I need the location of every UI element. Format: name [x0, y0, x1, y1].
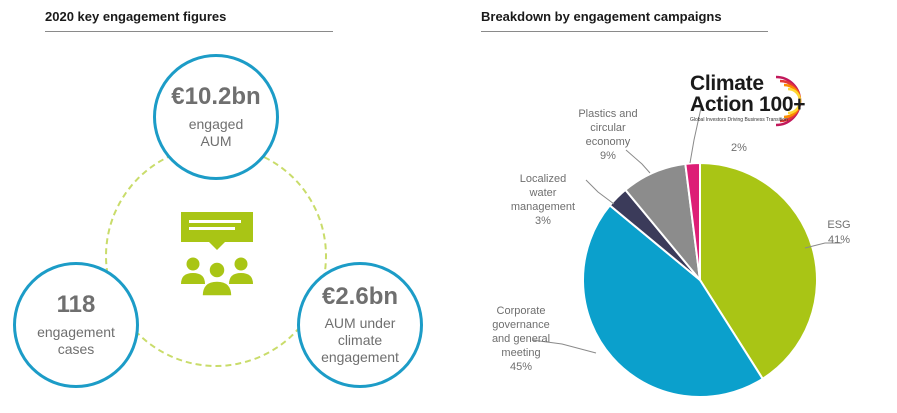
slice-label-corporate-line3: and general	[492, 333, 550, 345]
label-plastics: Plastics and circular economy 9%	[578, 108, 637, 162]
engaged-aum-figure: €10.2bn engaged AUM	[153, 54, 279, 180]
slice-label-water-line1: Localized	[520, 173, 566, 185]
leader-line-esg	[804, 242, 842, 249]
slice-label-plastics-line1: Plastics and	[578, 108, 637, 120]
pie-slice-climate	[684, 161, 701, 281]
meeting-speech-bubble-icon	[181, 212, 253, 297]
campaign-breakdown-title: Breakdown by engagement campaigns	[481, 9, 722, 24]
climate-action-arcs-icon	[775, 75, 802, 127]
label-water: Localized water management 3%	[511, 173, 575, 227]
climate-aum-caption: AUM under climate engagement	[321, 315, 399, 366]
slice-label-esg: ESG	[827, 219, 850, 231]
slice-label-corporate-line2: governance	[492, 319, 550, 331]
engagement-cases-caption: engagement cases	[37, 323, 115, 357]
slice-label-corporate-line1: Corporate	[497, 305, 546, 317]
climate-aum-value: €2.6bn	[321, 282, 399, 310]
leader-line-plastics	[625, 149, 651, 174]
right-title-divider	[481, 31, 768, 32]
slice-label-corporate-line4: meeting	[501, 347, 540, 359]
engaged-aum-value: €10.2bn	[171, 83, 261, 111]
pie-slice-corporate	[582, 204, 765, 398]
climate-aum-figure: €2.6bn AUM under climate engagement	[297, 262, 423, 388]
engaged-aum-caption: engaged AUM	[188, 115, 244, 149]
slice-label-plastics-line2: circular	[590, 122, 626, 134]
leader-lines	[531, 107, 842, 354]
engagement-figures-title: 2020 key engagement figures	[45, 9, 227, 24]
slice-label-water-line2: water	[529, 187, 557, 199]
engagement-cases-figure: 118 engagement cases	[13, 262, 139, 388]
pie-slices	[582, 161, 818, 398]
left-title-divider	[45, 31, 333, 32]
engagement-cases-value: 118	[56, 291, 96, 319]
logo-line2: Action 100+	[690, 93, 806, 116]
label-esg: ESG 41%	[827, 219, 850, 246]
slice-pct-corporate: 45%	[510, 361, 532, 373]
slice-label-plastics-line3: economy	[586, 136, 631, 148]
slice-pct-water: 3%	[535, 215, 551, 227]
slice-pct-esg: 41%	[828, 234, 850, 246]
slice-label-water-line3: management	[511, 201, 575, 213]
leader-line-climate	[689, 107, 702, 164]
leader-line-corporate	[531, 339, 597, 354]
logo-tagline: Global Investors Driving Business Transi…	[690, 117, 788, 123]
logo-line1: Climate	[690, 72, 764, 95]
label-corporate: Corporate governance and general meeting…	[492, 305, 550, 373]
slice-pct-plastics: 9%	[600, 150, 616, 162]
slice-pct-climate: 2%	[731, 142, 747, 154]
leader-line-water	[585, 179, 615, 205]
climate-action-100-logo: Climate Action 100+ Global Investors Dri…	[690, 73, 816, 129]
